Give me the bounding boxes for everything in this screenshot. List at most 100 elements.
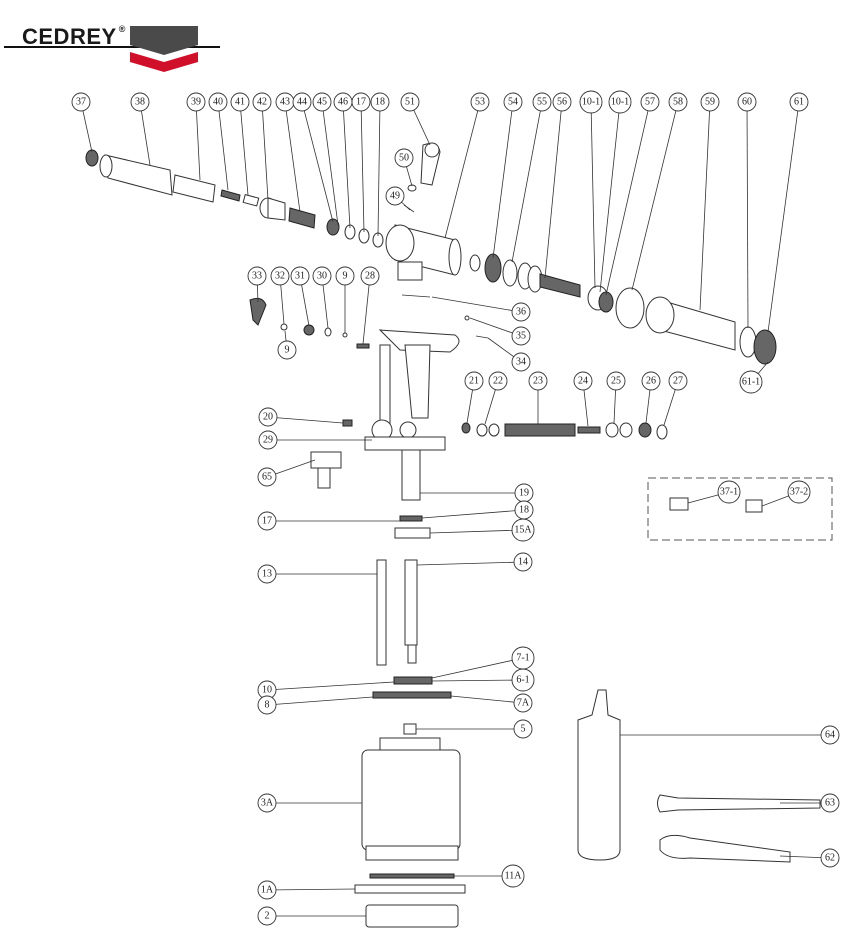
callout-57: 57 <box>605 92 660 296</box>
callout-number: 61 <box>794 97 804 108</box>
callout-number: 31 <box>295 271 305 282</box>
leader-line <box>416 561 524 566</box>
alt-parts-box <box>647 477 833 541</box>
callout-circle <box>737 92 757 112</box>
callout-24: 24 <box>573 371 593 427</box>
callout-9: 9 <box>277 330 297 360</box>
callout-circle <box>400 92 420 112</box>
callout-number: 1A <box>261 885 274 896</box>
callout-49: 49 <box>385 186 411 211</box>
callout-number: 40 <box>213 97 223 108</box>
callout-number: 30 <box>317 271 327 282</box>
callout-number: 63 <box>825 798 835 809</box>
callout-number: 33 <box>252 271 262 282</box>
callout-number: 13 <box>262 569 272 580</box>
callout-11A: 11A <box>454 864 525 888</box>
callout-number: 65 <box>262 472 272 483</box>
callout-number: 62 <box>825 853 835 864</box>
callout-62: 62 <box>779 848 840 868</box>
callout-circle <box>290 266 310 286</box>
callout-circle <box>257 467 277 487</box>
callout-number: 10-1 <box>582 97 600 108</box>
callout-circle <box>130 92 150 112</box>
callout-number: 57 <box>645 97 655 108</box>
callout-circle <box>335 266 355 286</box>
parts-44-18 <box>326 218 384 248</box>
callout-circle <box>230 92 250 112</box>
callout-number: 39 <box>191 97 201 108</box>
callout-number: 43 <box>280 97 290 108</box>
part-40-41 <box>220 189 260 207</box>
callout-circle <box>511 668 535 692</box>
leader-line <box>429 529 524 534</box>
callout-2: 2 <box>257 906 366 926</box>
callout-circle <box>394 148 414 168</box>
callout-30: 30 <box>312 266 332 329</box>
callout-circle <box>528 371 548 391</box>
callout-number: 37-2 <box>790 487 808 498</box>
callout-number: 14 <box>518 557 528 568</box>
callout-circle <box>277 340 297 360</box>
callout-3A: 3A <box>257 793 362 813</box>
callout-number: 5 <box>521 724 526 735</box>
callout-number: 26 <box>646 376 656 387</box>
callout-number: 20 <box>263 412 273 423</box>
callout-number: 54 <box>508 97 518 108</box>
leader-line <box>360 101 365 233</box>
callout-60: 60 <box>737 92 757 329</box>
callout-65: 65 <box>257 459 316 487</box>
callout-circle <box>700 92 720 112</box>
callout-circle <box>270 266 290 286</box>
leader-line <box>239 101 249 196</box>
part-53-head <box>385 224 462 281</box>
parts-64-62-63 <box>577 689 821 863</box>
callout-circle <box>257 880 277 900</box>
callout-number: 28 <box>365 271 375 282</box>
callout-number: 56 <box>557 97 567 108</box>
callout-number: 59 <box>705 97 715 108</box>
callout-20: 20 <box>258 407 344 427</box>
callout-circle <box>552 92 572 112</box>
part-58 <box>615 287 645 329</box>
callout-circle <box>532 92 552 112</box>
part-37 <box>85 149 99 167</box>
leader-line <box>631 101 679 291</box>
callout-circle <box>787 480 811 504</box>
callout-circle <box>668 92 688 112</box>
leader-line <box>444 101 481 239</box>
callout-number: 55 <box>537 97 547 108</box>
callout-number: 64 <box>825 730 835 741</box>
callout-number: 53 <box>475 97 485 108</box>
callout-21: 21 <box>464 371 484 424</box>
leader-line <box>590 101 596 289</box>
callout-13: 13 <box>257 564 377 584</box>
callout-number: 18 <box>375 97 385 108</box>
callout-41: 41 <box>230 92 250 196</box>
part-39 <box>172 174 216 203</box>
callout-circle <box>257 906 277 926</box>
callout-22: 22 <box>484 371 508 425</box>
callout-10: 10 <box>257 680 395 700</box>
callout-number: 49 <box>390 191 400 202</box>
callout-circle <box>258 430 278 450</box>
leader-line <box>284 101 301 213</box>
callout-number: 15A <box>514 525 532 536</box>
callout-42: 42 <box>252 92 272 201</box>
callout-circle <box>351 92 371 112</box>
leader-line <box>544 101 563 279</box>
callout-27: 27 <box>663 371 688 426</box>
leader-line <box>746 101 749 329</box>
callout-circle <box>488 371 508 391</box>
callout-number: 17 <box>262 516 272 527</box>
leader-line <box>362 275 371 345</box>
callout-number: 25 <box>611 376 621 387</box>
callout-36: 36 <box>431 296 531 322</box>
callout-9: 9 <box>335 266 355 333</box>
callout-circle <box>608 90 632 114</box>
leader-line <box>377 101 381 237</box>
callout-number: 22 <box>493 376 503 387</box>
leader-line <box>421 509 525 519</box>
callout-18: 18 <box>421 500 534 520</box>
callout-32: 32 <box>270 266 290 325</box>
